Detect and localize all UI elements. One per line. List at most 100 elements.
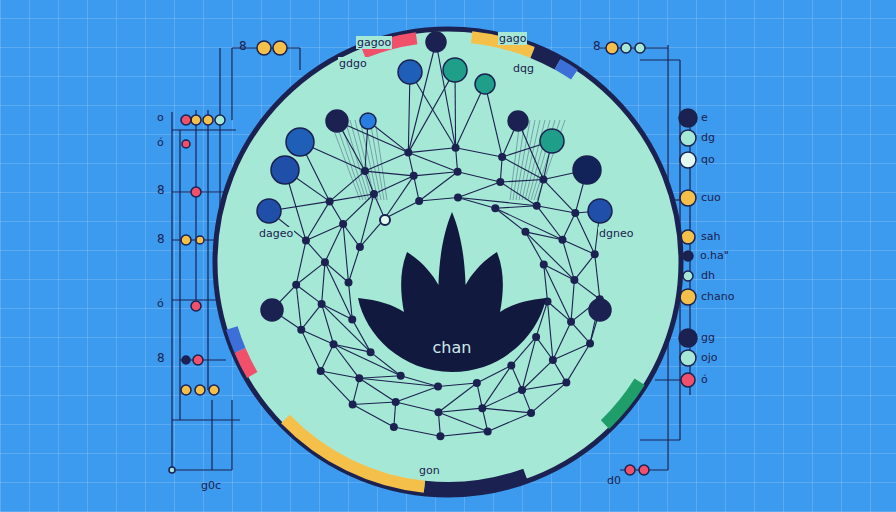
network xyxy=(257,32,612,440)
network-line xyxy=(571,322,590,344)
network-bubble xyxy=(443,58,467,82)
mesh-line xyxy=(519,120,535,200)
network-line xyxy=(544,265,575,280)
network-line xyxy=(482,390,522,408)
network-line xyxy=(343,224,348,283)
lotus-fill xyxy=(358,212,546,372)
network-dot xyxy=(498,153,506,161)
network-line xyxy=(296,285,321,304)
color-band xyxy=(240,350,252,375)
network-line xyxy=(325,262,349,282)
network-dot xyxy=(317,367,325,375)
network-line xyxy=(330,171,365,201)
network-dot xyxy=(339,220,347,228)
network-dot xyxy=(558,236,566,244)
network-bubble xyxy=(257,199,281,223)
network-line xyxy=(458,182,500,197)
network-dot xyxy=(567,318,575,326)
network-bubble xyxy=(271,156,299,184)
network-line xyxy=(322,304,334,344)
network-line xyxy=(485,84,502,157)
network-dot xyxy=(415,197,423,205)
mesh-line xyxy=(525,120,545,200)
network-line xyxy=(296,285,301,330)
network-dot xyxy=(292,281,300,289)
color-bands xyxy=(232,37,640,488)
network-dot xyxy=(478,404,486,412)
network-dot xyxy=(586,339,594,347)
free-label: sah xyxy=(700,230,721,243)
network-line xyxy=(360,194,374,247)
network-bubble xyxy=(426,32,446,52)
mesh-line xyxy=(375,120,387,200)
network-dot xyxy=(436,432,444,440)
network-line xyxy=(548,301,572,321)
mesh-line xyxy=(350,120,372,200)
network-line xyxy=(488,413,531,431)
free-label: dg xyxy=(700,131,716,144)
network-line xyxy=(396,402,439,412)
network-line xyxy=(359,378,438,386)
free-label: dgneo xyxy=(598,227,634,240)
network-bubble xyxy=(398,60,422,84)
network-dot xyxy=(518,386,526,394)
mesh-line xyxy=(360,120,378,200)
network-line xyxy=(477,366,511,383)
network-dot xyxy=(434,408,442,416)
network-dot xyxy=(540,261,548,269)
color-band xyxy=(232,328,240,350)
network-line xyxy=(562,213,575,240)
network-line xyxy=(353,378,360,404)
network-line xyxy=(301,330,320,371)
network-line xyxy=(525,232,543,265)
network-line xyxy=(537,206,563,240)
network-line xyxy=(321,344,334,371)
network-dot xyxy=(549,356,557,364)
network-dot xyxy=(397,372,405,380)
free-label: 8 xyxy=(156,352,166,365)
network-dot xyxy=(473,379,481,387)
network-dot xyxy=(370,190,378,198)
mesh-line xyxy=(345,120,369,200)
network-line xyxy=(408,148,455,153)
network-line xyxy=(511,366,522,390)
network-line xyxy=(352,319,370,352)
free-label: 8 xyxy=(156,233,166,246)
network-line xyxy=(482,408,531,413)
network-line xyxy=(394,427,441,436)
network-bubble xyxy=(508,111,528,131)
network-dot xyxy=(390,423,398,431)
network-bubble xyxy=(589,299,611,321)
network-line xyxy=(522,337,536,390)
network-dot xyxy=(349,400,357,408)
network-line xyxy=(571,280,574,322)
network-dot xyxy=(302,237,310,245)
network-line xyxy=(408,42,436,153)
network-dot xyxy=(571,209,579,217)
mesh-line xyxy=(340,120,366,200)
network-line xyxy=(562,240,594,255)
network-dot xyxy=(404,149,412,157)
network-dot xyxy=(521,228,529,236)
network-line xyxy=(438,412,487,431)
free-label: e xyxy=(700,111,709,124)
network-line xyxy=(385,201,419,218)
network-bubble xyxy=(360,113,376,129)
network-bubble xyxy=(540,129,564,153)
network-line xyxy=(359,378,395,402)
network-dot xyxy=(496,178,504,186)
network-line xyxy=(348,247,359,282)
network-line xyxy=(322,262,325,304)
free-label: qo xyxy=(700,153,716,166)
network-bubble xyxy=(475,74,495,94)
network-dot xyxy=(321,258,329,266)
network-line xyxy=(531,383,566,413)
network-line xyxy=(325,262,352,319)
free-label: gago xyxy=(498,32,527,45)
network-line xyxy=(365,153,408,171)
network-bubble xyxy=(261,299,283,321)
network-bubble xyxy=(588,199,612,223)
network-line xyxy=(296,241,306,285)
network-line xyxy=(321,371,353,405)
network-dot xyxy=(539,176,547,184)
